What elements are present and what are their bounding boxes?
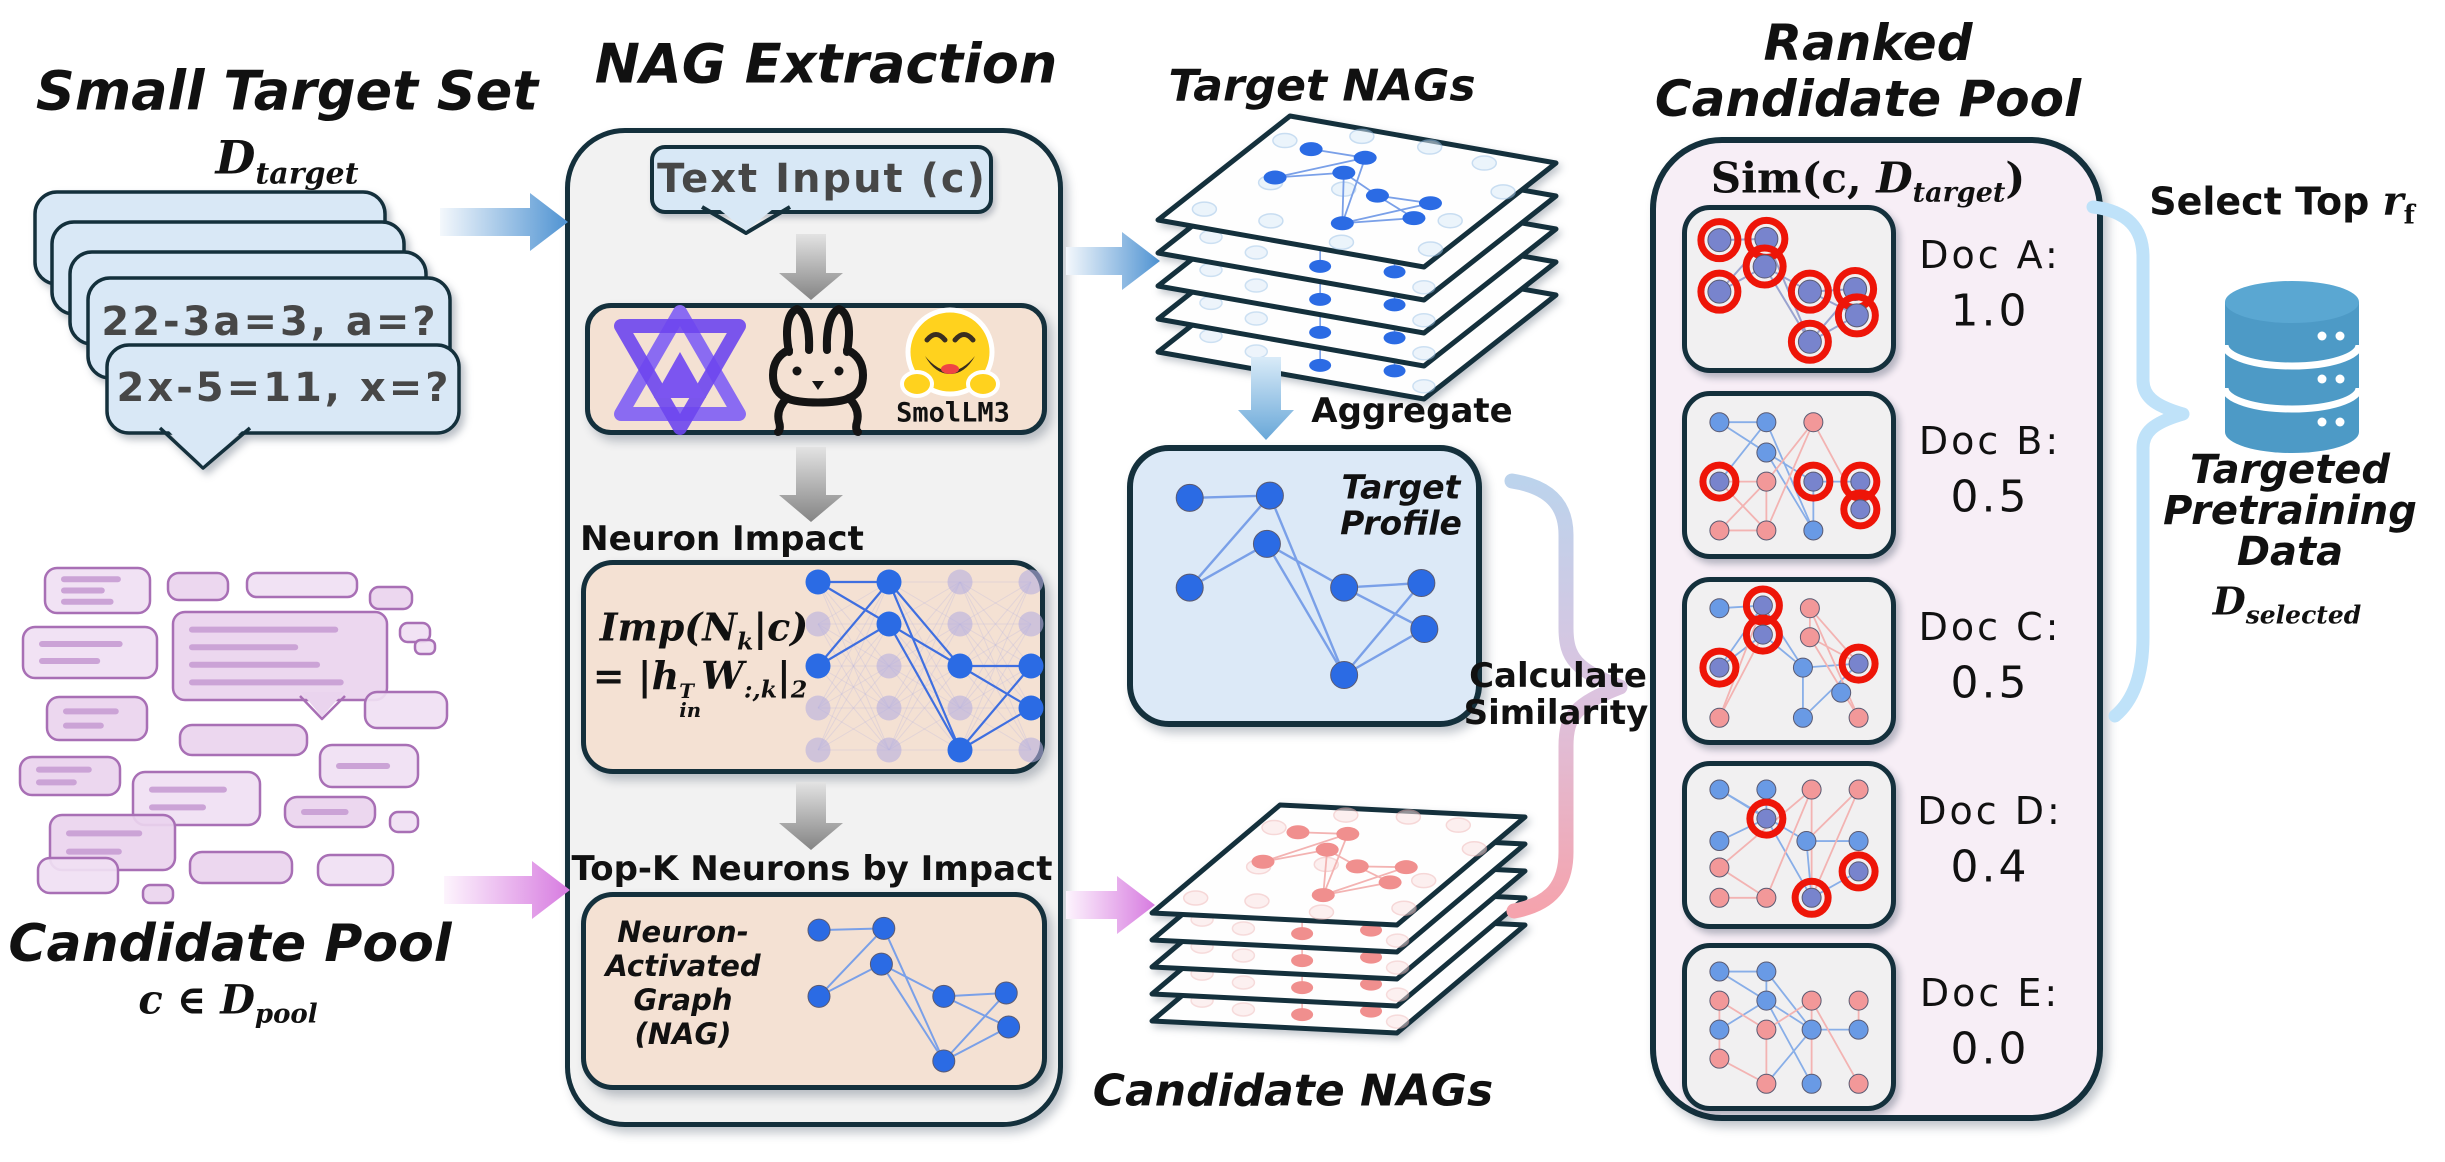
similarity-brace [1504, 473, 1628, 919]
database-icon [2221, 281, 2363, 453]
nag-sheet [1155, 113, 1559, 270]
candidate-pool-bubbles [18, 566, 449, 905]
candidate-doc-bubble [363, 690, 449, 730]
hugging-face-logo [900, 307, 1000, 398]
candidate-doc-bubble [171, 610, 389, 702]
candidate-doc-bubble [245, 571, 359, 599]
doc-card-graph [1697, 216, 1879, 364]
doc-card-graph [1709, 961, 1869, 1094]
text-input-bubble [650, 145, 993, 214]
connector-arrows [440, 193, 1160, 934]
llama-logo [769, 305, 867, 436]
text-input-bubble-tail [700, 196, 792, 235]
braces [1504, 200, 2190, 919]
qwen-logo [614, 305, 746, 435]
neuron-impact-network [805, 569, 1044, 763]
candidate-nags-stack [1149, 802, 1528, 1036]
doc-card-graph [1699, 585, 1879, 728]
arrow-down-icon [779, 447, 843, 522]
nag-box-graph [807, 916, 1021, 1073]
target-profile-graph [1175, 481, 1439, 689]
candidate-doc-bubble [388, 810, 420, 834]
arrow-right-icon [444, 861, 570, 919]
target-doc-card [105, 343, 461, 435]
candidate-doc-bubble [178, 723, 309, 757]
aggregate-arrow [1238, 357, 1294, 440]
target-nags-stack [1155, 113, 1559, 402]
candidate-doc-bubble [131, 770, 262, 827]
doc-card-graph [1699, 412, 1881, 541]
arrow-down-icon [779, 782, 843, 850]
arrow-down-icon [779, 234, 843, 300]
candidate-doc-bubble [413, 638, 437, 656]
candidate-doc-bubble [21, 625, 159, 680]
arrow-right-icon [1066, 232, 1160, 290]
candidate-doc-bubble [188, 850, 294, 885]
candidate-doc-bubble [368, 585, 414, 611]
candidate-doc-bubble [141, 883, 175, 905]
candidate-doc-bubble [18, 755, 122, 797]
target-set-stack [33, 190, 461, 470]
doc-card-graph [1709, 779, 1879, 918]
select-brace [2086, 200, 2190, 723]
arrow-down-icon [1238, 357, 1294, 440]
candidate-doc-bubble [166, 571, 230, 602]
arrow-right-icon [1066, 876, 1155, 934]
candidate-doc-bubble [45, 695, 149, 742]
candidate-doc-bubble [316, 853, 395, 887]
candidate-doc-bubble [36, 856, 120, 895]
arrow-right-icon [440, 193, 568, 251]
